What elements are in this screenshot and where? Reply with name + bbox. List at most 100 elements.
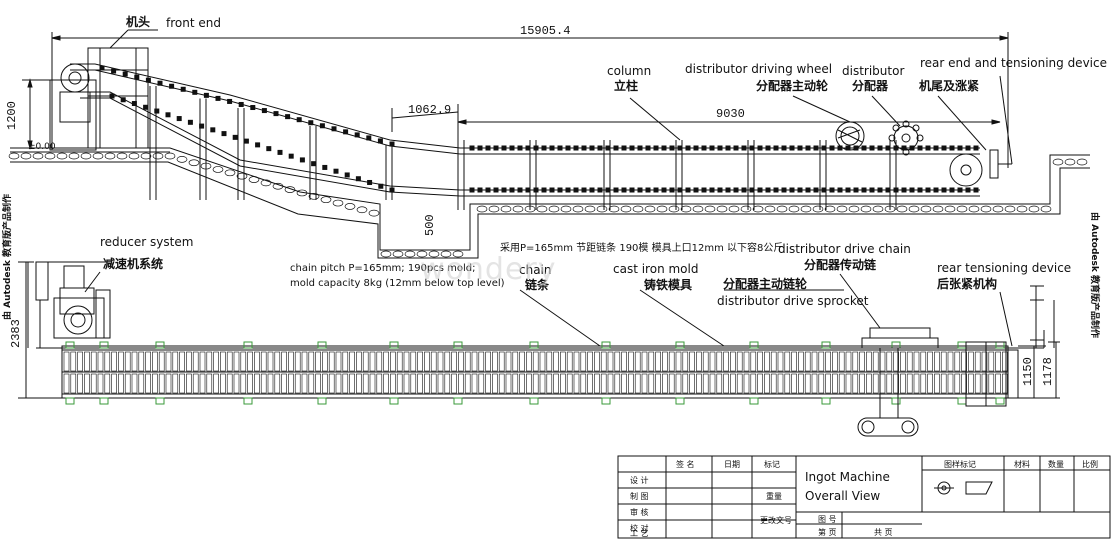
chain-link (111, 68, 117, 74)
chain-link (169, 83, 175, 89)
chain-link (741, 187, 747, 193)
mold (526, 373, 532, 394)
stone (44, 152, 56, 160)
mold (770, 373, 777, 394)
chain-link (637, 187, 643, 193)
mold (478, 351, 485, 372)
chain-link (255, 142, 261, 148)
stone (416, 250, 428, 258)
mold (186, 373, 192, 394)
mold (281, 373, 287, 394)
mold (131, 351, 138, 372)
chain-link (949, 145, 955, 151)
chain-link (176, 116, 182, 122)
mold (383, 373, 389, 394)
tb-col-sign: 签 名 (676, 460, 695, 469)
stone (488, 205, 500, 213)
mold (798, 373, 804, 394)
mold (804, 373, 811, 394)
mold (124, 351, 131, 372)
mold (145, 351, 151, 372)
mold (199, 373, 206, 394)
chain-link (669, 187, 675, 193)
mold (471, 373, 478, 394)
chain-link (677, 187, 683, 193)
mold (811, 351, 818, 372)
chain-link (925, 145, 931, 151)
support-marker (995, 341, 1005, 349)
mold (716, 351, 723, 372)
support-marker (995, 397, 1005, 405)
mold (675, 351, 682, 372)
stone (500, 205, 512, 213)
mold (1002, 373, 1008, 394)
chain-link (829, 187, 835, 193)
column-label-cn: 立柱 (614, 79, 639, 93)
mold (172, 373, 179, 394)
mold (247, 351, 253, 372)
zero-level-mark: ±0.00 (28, 142, 56, 152)
chain-link (485, 145, 491, 151)
mold (124, 373, 131, 394)
stone (140, 152, 152, 160)
mold (505, 351, 512, 372)
stone (800, 205, 812, 213)
mold (138, 373, 145, 394)
mold (893, 373, 899, 394)
stone (272, 182, 284, 190)
chain-link (232, 134, 238, 140)
mold (464, 351, 471, 372)
mold (974, 351, 981, 372)
chain-link (709, 187, 715, 193)
chain-link (781, 187, 787, 193)
mold (757, 373, 763, 394)
stone (692, 205, 704, 213)
mold-label: cast iron mold (613, 262, 699, 276)
distributor-wheel-label: distributor driving wheel (685, 62, 833, 76)
stone (584, 205, 596, 213)
mold (634, 373, 641, 394)
support-marker (453, 397, 463, 405)
chain-link (957, 145, 963, 151)
mold (587, 351, 593, 372)
chain-link (344, 172, 350, 178)
tb-row-design: 设 计 (630, 476, 649, 485)
chain-link (354, 132, 360, 138)
stone (932, 205, 944, 213)
chain-link (957, 187, 963, 193)
column-label: column (607, 64, 652, 78)
mold (702, 351, 709, 372)
chain-link (637, 145, 643, 151)
chain-link (933, 145, 939, 151)
support-marker (243, 341, 253, 349)
mold (424, 351, 430, 372)
chain-link (973, 187, 979, 193)
mold (573, 351, 580, 372)
mold (832, 373, 838, 394)
mold (118, 351, 124, 372)
mold (764, 373, 770, 394)
mold (260, 373, 267, 394)
mold (662, 351, 668, 372)
chain-link (308, 120, 314, 126)
mold (172, 351, 179, 372)
mold-chain-band (61, 345, 1009, 399)
chain-link (557, 145, 563, 151)
reducer-label-cn: 减速机系统 (103, 257, 164, 271)
support-marker (99, 397, 109, 405)
stone (632, 205, 644, 213)
mold (158, 351, 165, 372)
mold (90, 351, 97, 372)
tb-row-draw: 制 图 (630, 492, 649, 501)
mold (641, 351, 648, 372)
stone (296, 189, 308, 197)
chain-link (813, 187, 819, 193)
mold (444, 351, 451, 372)
chain-link (589, 187, 595, 193)
support-marker (389, 341, 399, 349)
chain-link (885, 145, 891, 151)
support-marker (65, 397, 75, 405)
chain-link (131, 101, 137, 107)
chain-link (227, 98, 233, 104)
stone (656, 205, 668, 213)
